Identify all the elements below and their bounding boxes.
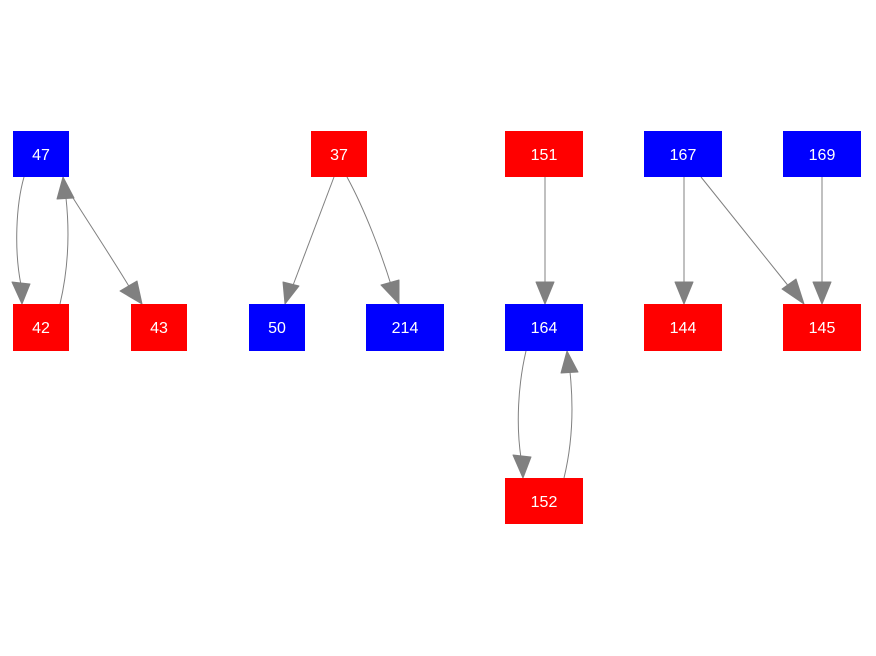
node-label: 151 xyxy=(531,147,558,164)
node-box xyxy=(644,131,722,177)
node-42: 42 xyxy=(13,304,69,351)
arrowhead-37-to-50 xyxy=(282,281,300,305)
node-164: 164 xyxy=(505,304,583,351)
arrowhead-152-to-164 xyxy=(560,350,579,374)
node-box xyxy=(505,478,583,524)
arrowhead-47-to-42 xyxy=(11,281,31,305)
node-label: 167 xyxy=(670,147,697,164)
node-box xyxy=(505,131,583,177)
edge-37-to-214 xyxy=(346,176,393,289)
edge-167-to-145 xyxy=(700,176,791,289)
node-label: 214 xyxy=(392,320,419,337)
node-169: 169 xyxy=(783,131,861,177)
node-label: 145 xyxy=(809,320,836,337)
node-144: 144 xyxy=(644,304,722,351)
arrowhead-169-to-145 xyxy=(812,281,832,305)
edge-47-to-42 xyxy=(16,176,25,286)
node-label: 43 xyxy=(150,320,168,337)
arrowhead-167-to-144 xyxy=(674,281,694,305)
node-151: 151 xyxy=(505,131,583,177)
node-box xyxy=(783,304,861,351)
node-label: 152 xyxy=(531,494,558,511)
edge-47-to-43 xyxy=(67,189,131,289)
node-label: 169 xyxy=(809,147,836,164)
node-43: 43 xyxy=(131,304,187,351)
node-label: 37 xyxy=(330,147,348,164)
edge-152-to-164 xyxy=(563,371,573,479)
node-37: 37 xyxy=(311,131,367,177)
node-145: 145 xyxy=(783,304,861,351)
edges xyxy=(16,176,823,479)
edge-42-to-47 xyxy=(59,197,69,305)
node-47: 47 xyxy=(13,131,69,177)
node-214: 214 xyxy=(366,304,444,351)
node-box xyxy=(13,304,69,351)
arrowhead-37-to-214 xyxy=(380,279,400,305)
node-label: 50 xyxy=(268,320,286,337)
node-box xyxy=(249,304,305,351)
node-box xyxy=(366,304,444,351)
node-label: 47 xyxy=(32,147,50,164)
node-152: 152 xyxy=(505,478,583,524)
node-box xyxy=(783,131,861,177)
node-label: 42 xyxy=(32,320,50,337)
node-label: 144 xyxy=(670,320,697,337)
edge-164-to-152 xyxy=(517,350,527,459)
node-label: 164 xyxy=(531,320,558,337)
node-167: 167 xyxy=(644,131,722,177)
arrowheads xyxy=(11,176,832,479)
arrowhead-47-to-43 xyxy=(119,280,143,305)
node-box xyxy=(13,131,69,177)
node-box xyxy=(505,304,583,351)
edge-37-to-50 xyxy=(291,176,335,289)
arrowhead-151-to-164 xyxy=(535,281,555,305)
node-box xyxy=(311,131,367,177)
node-box xyxy=(644,304,722,351)
node-50: 50 xyxy=(249,304,305,351)
arrowhead-167-to-145 xyxy=(781,278,805,305)
node-box xyxy=(131,304,187,351)
arrowhead-164-to-152 xyxy=(512,454,532,479)
arrowhead-42-to-47 xyxy=(56,176,75,200)
